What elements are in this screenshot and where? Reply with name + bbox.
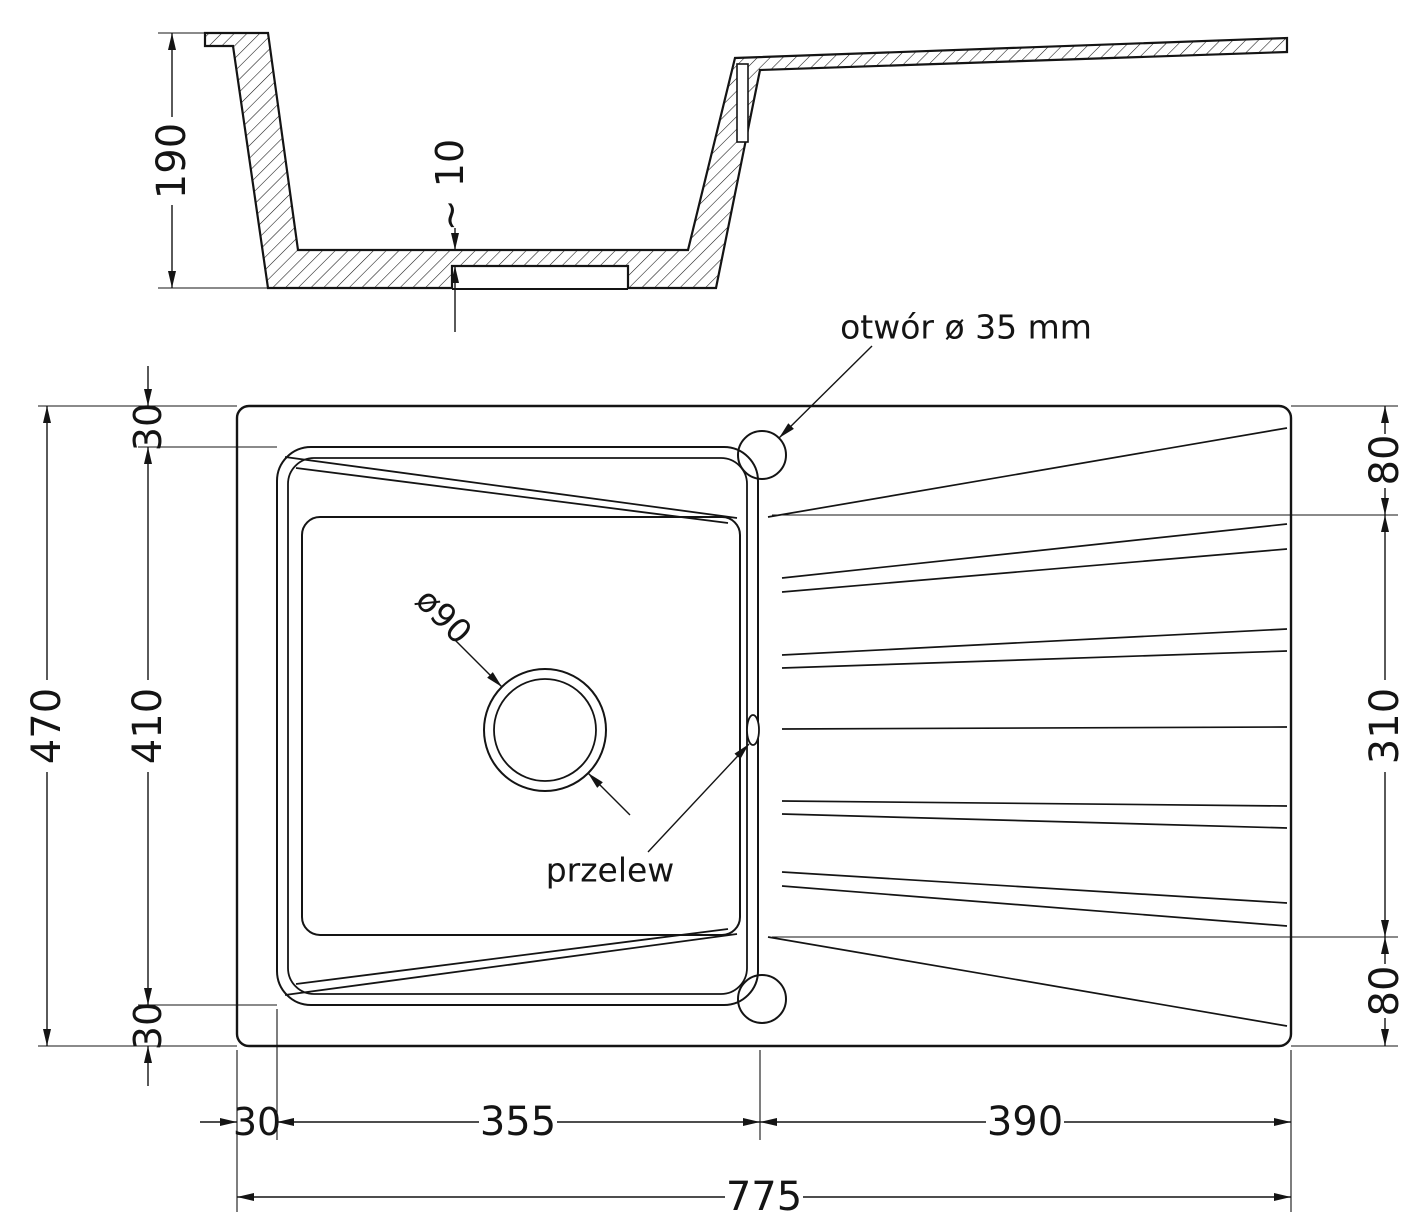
dim-label-310: 310 [1362,688,1408,764]
dimension-bottom-thickness: ~ 10 [428,139,472,332]
plan-view: otwór ø 35 mm przelew ø90 470 410 30 [24,308,1408,1221]
dim-label-30-bottom: 30 [126,1002,170,1050]
drain-hole-inner [493,678,597,782]
overflow-label: przelew [546,851,675,890]
sink-outer-edge [235,404,1293,1048]
tap-hole-bottom [737,974,787,1024]
dimension-depth-190: 190 [149,32,268,289]
cross-section-view: 190 ~ 10 [149,31,1289,332]
dim-label-80-bottom: 80 [1362,966,1408,1017]
dimensions-right: 80 310 80 [772,405,1408,1047]
dim-label-30-top: 30 [126,403,170,451]
dimensions-bottom: 30 355 390 775 [200,1009,1292,1220]
bowl [276,446,760,1006]
overflow-channel-section [736,63,749,143]
dim-label-190: 190 [149,123,195,199]
tap-hole-label: otwór ø 35 mm [840,308,1092,347]
dim-label-390: 390 [987,1099,1063,1145]
drain-hole [483,668,607,792]
overflow-slot [746,714,760,746]
dim-label-355: 355 [480,1099,556,1145]
dim-label-80-top: 80 [1362,435,1408,486]
drain-diameter-label: ø90 [408,580,480,652]
tap-hole-top [737,430,787,480]
annotation-overflow: przelew [546,743,750,890]
dimensions-left: 470 410 30 30 [24,366,277,1086]
annotation-tap-hole: otwór ø 35 mm [778,308,1092,439]
dim-label-775: 775 [726,1174,802,1220]
drainer-grooves [767,427,1288,1027]
dim-label-10: ~ 10 [428,139,472,231]
dim-label-30-width: 30 [233,1100,281,1144]
dim-label-470: 470 [24,688,70,764]
dim-label-410: 410 [125,688,171,764]
